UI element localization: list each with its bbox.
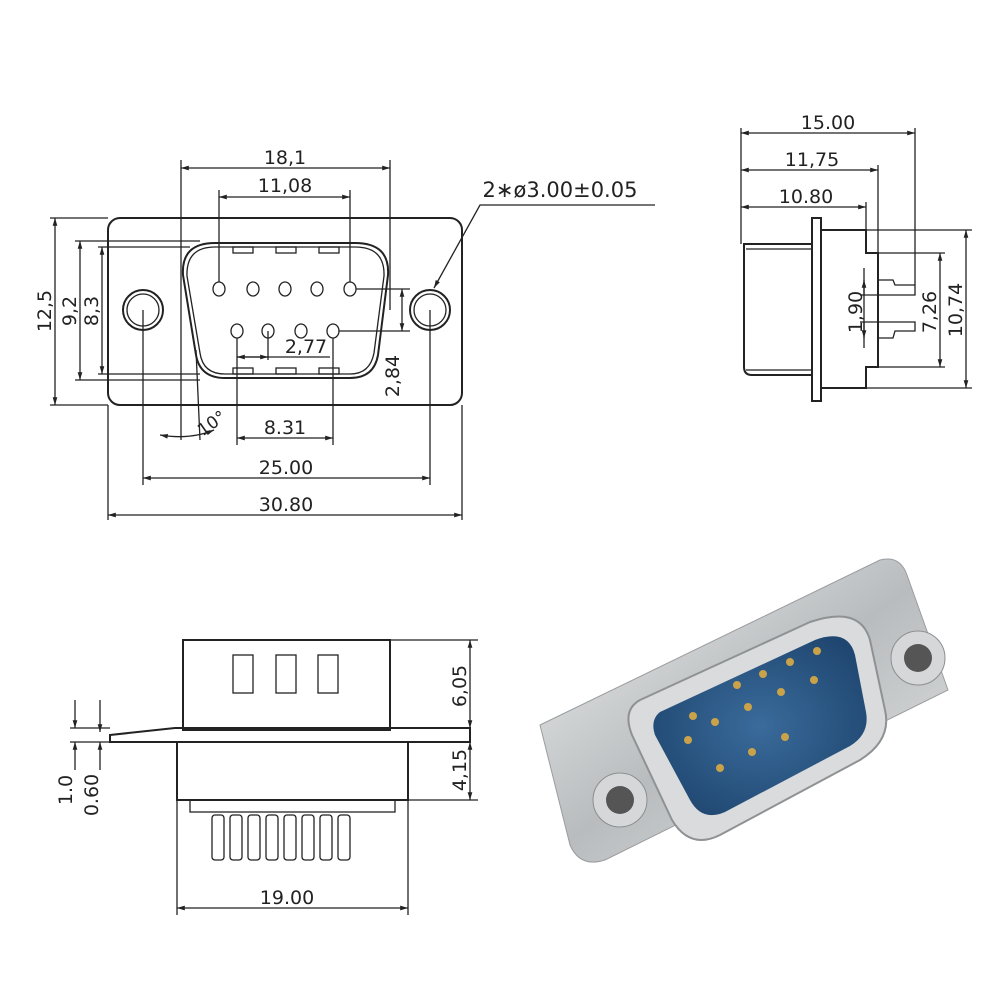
dim-body-height-inner: 7,26 (919, 291, 941, 333)
bottom-dimension-lines (70, 639, 478, 915)
pin (246, 281, 260, 297)
pin (230, 323, 244, 339)
side-body (821, 229, 879, 389)
dim-body-width: 19.00 (260, 887, 314, 909)
side-flange (811, 217, 822, 402)
photo-hole-right (904, 644, 932, 672)
dim-pin-gap: 1,90 (845, 291, 867, 333)
side-shell (743, 243, 813, 376)
dimples (232, 246, 340, 375)
photo-hole-left (606, 786, 634, 814)
flange-outline (107, 217, 463, 406)
side-dimension-lines (740, 128, 972, 389)
pin (212, 281, 226, 297)
bottom-shell (182, 639, 391, 731)
d-shell-outline (181, 242, 390, 379)
dim-depth-to-pins: 11,75 (785, 149, 839, 171)
dim-shell-height-inner: 8,3 (81, 296, 103, 326)
dim-pin-span-bottom: 8.31 (264, 417, 306, 439)
dim-overall-depth: 15.00 (801, 112, 855, 134)
photo-pins (684, 647, 821, 772)
dim-flange-width: 30.80 (259, 494, 313, 516)
bottom-view: 19.00 6,05 4,15 1.0 0.60 (55, 639, 478, 915)
shell-slot (317, 654, 339, 694)
dim-mount-hole: 2∗ø3.00±0.05 (483, 178, 638, 202)
side-pin (878, 279, 916, 296)
front-dimension-lines (50, 160, 655, 520)
dim-pin-span-top: 11,08 (258, 175, 312, 197)
pin (294, 323, 308, 339)
dim-shell-height-outer: 9,2 (59, 296, 81, 326)
dim-hole-spacing: 25.00 (259, 457, 313, 479)
dim-body-height-outer: 10,74 (945, 283, 967, 337)
pin (278, 281, 292, 297)
dim-pin-pitch: 2,77 (285, 336, 327, 358)
bottom-body (176, 741, 409, 801)
product-photo (539, 558, 949, 863)
pin (326, 323, 340, 339)
shell-slot (232, 654, 254, 694)
dim-flange-thickness: 1.0 (55, 775, 77, 805)
dim-plate-thickness: 0.60 (81, 774, 103, 816)
dim-depth-to-body: 10.80 (779, 186, 833, 208)
shell-slot (275, 654, 297, 694)
bottom-pins (211, 814, 351, 861)
side-pin (878, 321, 916, 339)
side-view: 15.00 11,75 10.80 1,90 7,26 10,74 (740, 112, 972, 402)
dim-shell-depth: 6,05 (449, 665, 471, 707)
pin (310, 281, 324, 297)
dim-flange-height: 12,5 (34, 290, 56, 332)
dim-shell-width: 18,1 (264, 147, 306, 169)
dim-body-depth: 4,15 (449, 749, 471, 791)
dim-row-spacing: 2,84 (382, 355, 404, 397)
pin (343, 281, 357, 297)
body-step (189, 799, 396, 813)
front-view: 18,1 11,08 2∗ø3.00±0.05 12,5 9,2 8,3 2,7… (34, 147, 655, 520)
pins (212, 281, 357, 339)
d-shell-inner (186, 246, 385, 375)
